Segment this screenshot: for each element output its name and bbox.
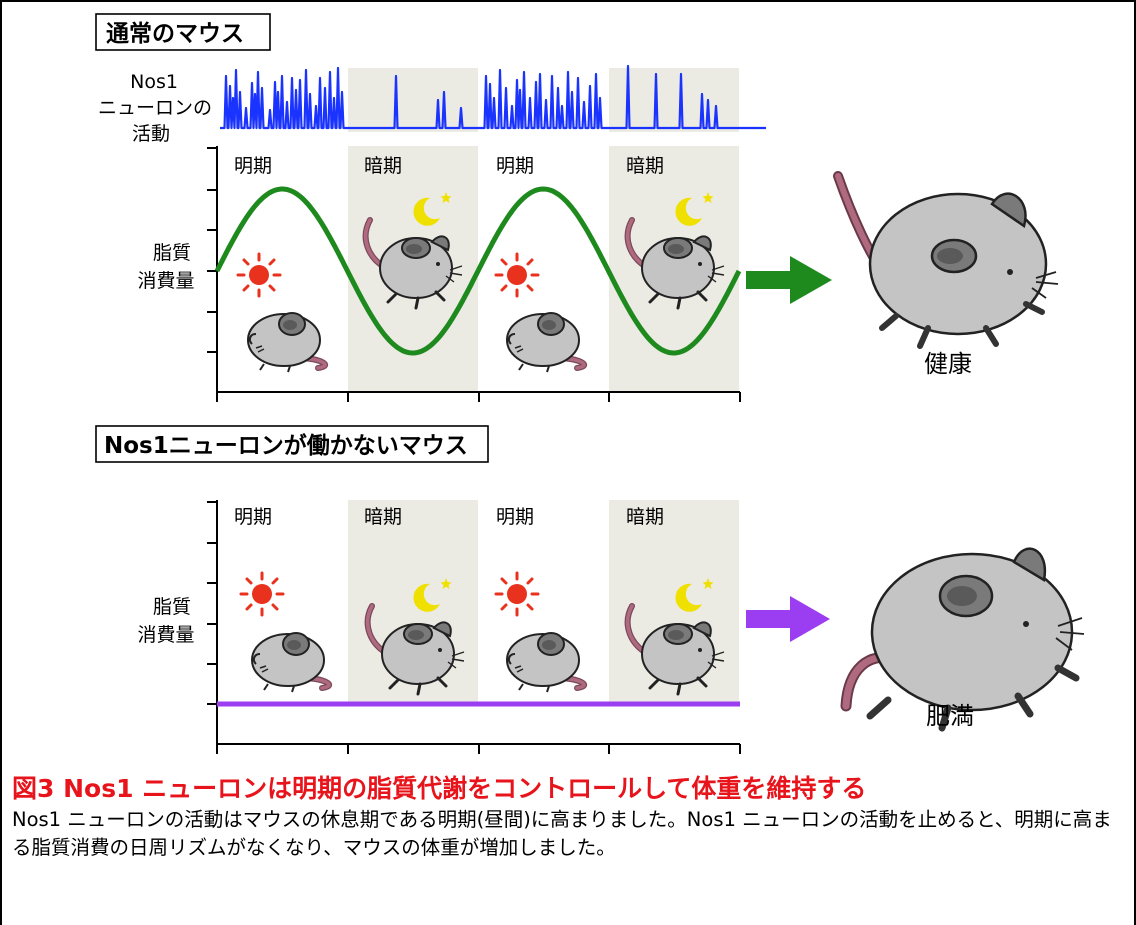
outcome-label: 健康 bbox=[924, 350, 972, 378]
activity-label-line3: 活動 bbox=[132, 123, 170, 145]
panel-title-box bbox=[95, 13, 271, 51]
arrow-icon bbox=[746, 596, 830, 642]
panel-title-box bbox=[95, 425, 489, 463]
period-label: 明期 bbox=[234, 506, 272, 528]
y-label-line2: 消費量 bbox=[137, 624, 194, 646]
figure-caption: 図3 Nos1 ニューロンは明期の脂質代謝をコントロールして体重を維持する No… bbox=[12, 772, 1122, 862]
mouse-icon bbox=[252, 633, 329, 692]
caption-title: 図3 Nos1 ニューロンは明期の脂質代謝をコントロールして体重を維持する bbox=[12, 774, 867, 803]
caption-body: Nos1 ニューロンの活動はマウスの休息期である明期(昼間)に高まりました。No… bbox=[12, 808, 1112, 859]
period-label: 暗期 bbox=[626, 506, 664, 528]
sun-icon bbox=[494, 571, 540, 617]
panel-title: Nos1ニューロンが働かないマウス bbox=[104, 432, 468, 459]
mouse-icon bbox=[507, 633, 584, 692]
mouse-icon bbox=[248, 313, 325, 372]
period-label: 明期 bbox=[234, 155, 272, 177]
period-label: 明期 bbox=[496, 155, 534, 177]
arrow-icon bbox=[746, 256, 832, 304]
outcome-label: 肥満 bbox=[926, 702, 974, 730]
activity-label-line1: Nos1 bbox=[130, 71, 178, 93]
lipid-consumption-curve bbox=[214, 186, 742, 356]
neuron-activity-trace bbox=[220, 64, 766, 130]
obese-mouse-icon bbox=[840, 547, 1085, 732]
panel-title: 通常のマウス bbox=[106, 21, 244, 47]
sun-icon bbox=[239, 571, 285, 617]
sun-icon bbox=[494, 252, 540, 298]
activity-dark-shade-1 bbox=[348, 68, 478, 132]
period-label: 暗期 bbox=[364, 506, 402, 528]
y-label-line1: 脂質 bbox=[153, 596, 191, 618]
panel-knockout: Nos1ニューロンが働かないマウス 脂質 消費量 明期 暗期 明期 暗期 bbox=[95, 425, 1085, 754]
y-label-line2: 消費量 bbox=[137, 270, 194, 292]
y-label-line1: 脂質 bbox=[153, 242, 191, 264]
healthy-mouse-icon bbox=[833, 171, 1059, 349]
mouse-icon bbox=[507, 313, 584, 372]
period-label: 暗期 bbox=[626, 155, 664, 177]
activity-label-line2: ニューロンの bbox=[98, 97, 212, 119]
period-label: 明期 bbox=[496, 506, 534, 528]
sun-icon bbox=[236, 252, 282, 298]
period-label: 暗期 bbox=[364, 155, 402, 177]
panel-normal: 通常のマウス Nos1 ニューロンの 活動 脂質 bbox=[95, 13, 1059, 402]
